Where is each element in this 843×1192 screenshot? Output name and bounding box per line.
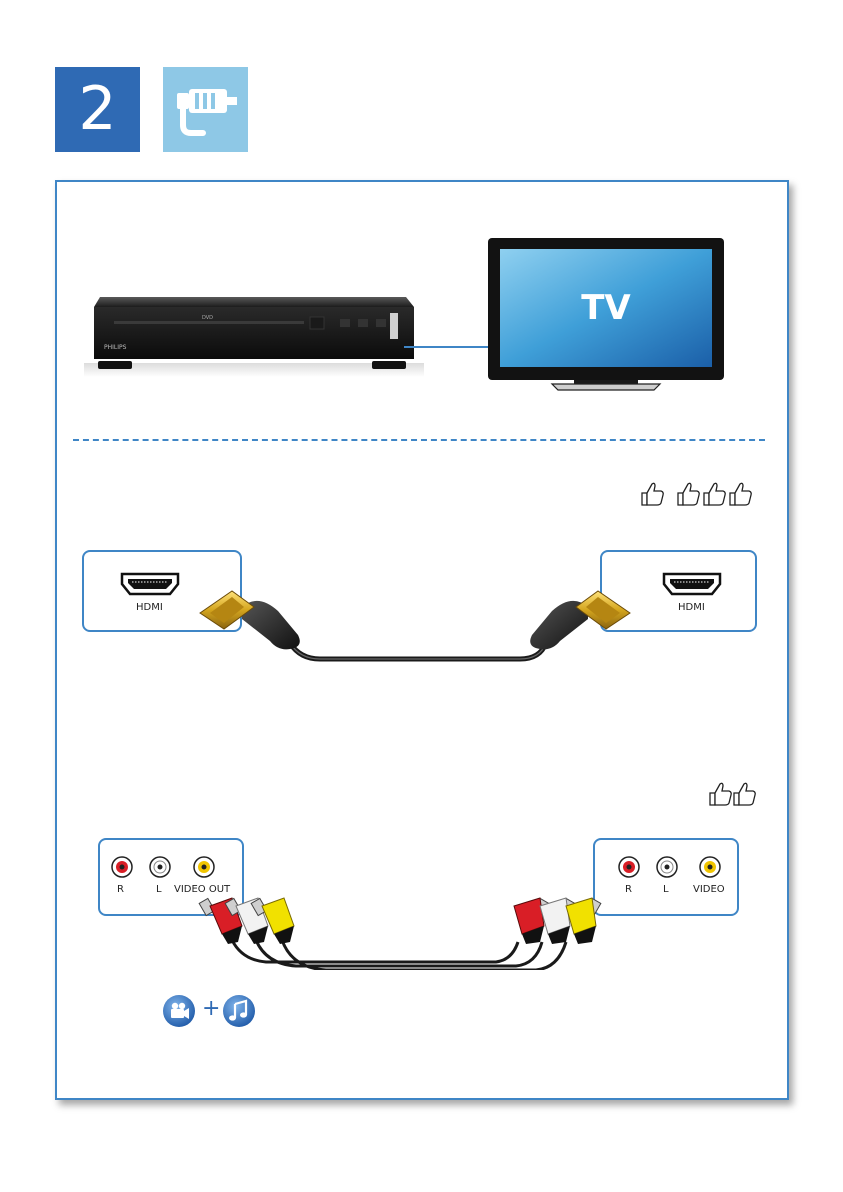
composite-av-cable: [196, 890, 646, 970]
hdmi-cable: [190, 585, 640, 663]
connection-line: [404, 346, 490, 348]
thumbs-up-icon: [734, 783, 755, 805]
video-camera-icon: [162, 994, 196, 1028]
red-jack: [112, 857, 132, 877]
tv-label: TV: [488, 288, 724, 328]
music-note-icon: [222, 994, 256, 1028]
svg-text:DVD: DVD: [202, 315, 213, 321]
thumbs-up-icon: [642, 483, 663, 505]
hdmi-rating: [640, 481, 756, 507]
hdmi-plug-left: [200, 591, 300, 649]
player-l-label: L: [156, 884, 162, 895]
section-divider: [73, 439, 765, 441]
thumbs-up-icon: [730, 483, 751, 505]
plus-sign: +: [202, 996, 220, 1022]
white-jack: [150, 857, 170, 877]
tv-hdmi-label: HDMI: [678, 602, 705, 613]
player-hdmi-label: HDMI: [136, 602, 163, 613]
hdmi-port-icon: [120, 572, 180, 596]
tv-image: TV: [488, 238, 724, 392]
thumbs-up-icon: [710, 783, 731, 805]
yellow-rca-plug-right: [566, 898, 601, 944]
av-cable-icon: [163, 67, 248, 152]
composite-rating: [708, 781, 758, 807]
tv-l-label: L: [663, 884, 669, 895]
dvd-player-image: DVD PHILIPS: [84, 295, 424, 379]
thumbs-up-icon: [704, 483, 725, 505]
white-jack: [657, 857, 677, 877]
hdmi-plug-right: [530, 591, 630, 649]
player-r-label: R: [117, 884, 124, 895]
yellow-jack: [194, 857, 214, 877]
thumbs-up-icon: [678, 483, 699, 505]
tv-video-label: VIDEO: [693, 884, 725, 895]
hdmi-port-icon: [662, 572, 722, 596]
red-jack: [619, 857, 639, 877]
step-number-badge: 2: [55, 67, 140, 152]
yellow-jack: [700, 857, 720, 877]
player-brand-label: PHILIPS: [104, 344, 127, 351]
